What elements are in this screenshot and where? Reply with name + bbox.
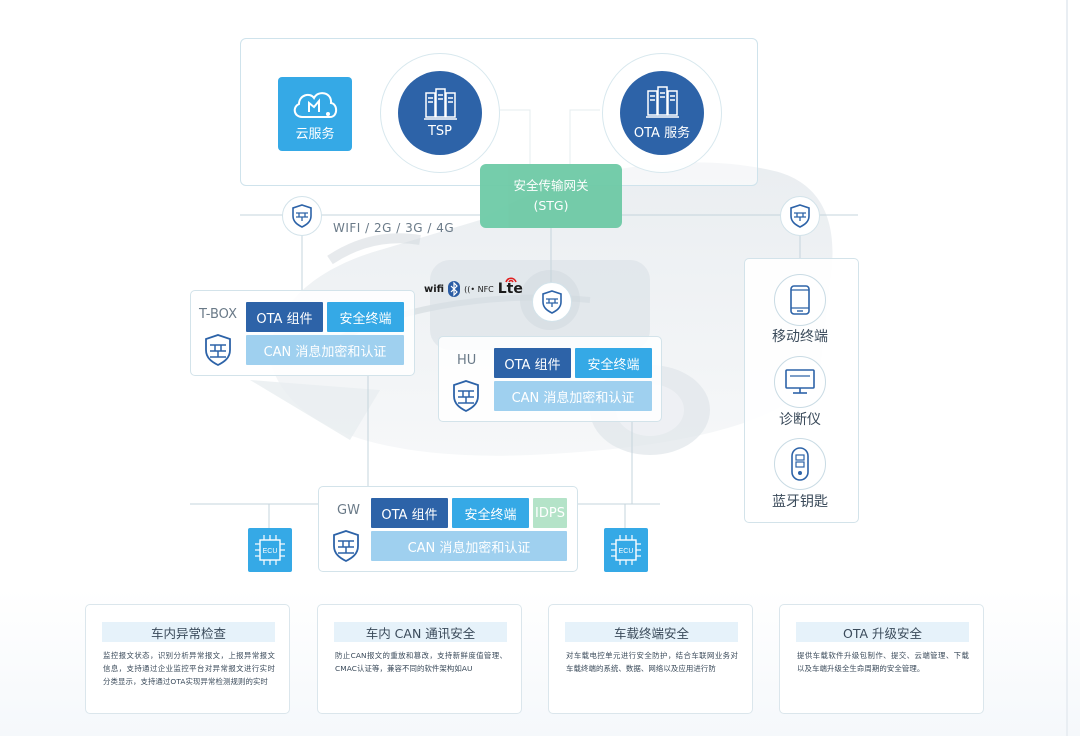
card-body: 防止CAN报文的重放和篡改，支持新鲜度值管理、CMAC认证等，兼容不同的软件架构… xyxy=(335,651,507,673)
cloud-icon xyxy=(293,92,338,118)
card-body: 提供车载软件升级包制作、提交、云端管理、下载以及车端升级全生命周期的安全管理。 xyxy=(797,651,969,673)
card-body: 监控报文状态，识别分析异常报文，上报异常报文信息，支持通过企业监控平台对异常报文… xyxy=(103,651,275,686)
card-in-vehicle-anomaly: 车内异常检查 监控报文状态，识别分析异常报文，上报异常报文信息，支持通过企业监控… xyxy=(85,604,290,714)
shield-node-right xyxy=(780,196,820,236)
lte-logo: Lte xyxy=(497,277,523,297)
tsp-node: TSP xyxy=(380,53,500,173)
shield-icon xyxy=(292,204,312,228)
ecu-text: ECU xyxy=(263,548,278,555)
card-ota-security: OTA 升级安全 提供车载软件升级包制作、提交、云端管理、下载以及车端升级全生命… xyxy=(779,604,984,714)
gw-module: GW OTA 组件 安全终端 IDPS CAN 消息加密和认证 xyxy=(318,486,578,572)
hu-terminal-chip: 安全终端 xyxy=(575,348,652,378)
ecu-chip-icon: ECU xyxy=(255,535,285,565)
signal-arc-icon xyxy=(505,277,517,283)
mobile-terminal-label: 移动终端 xyxy=(772,329,828,345)
gw-label: GW xyxy=(337,503,360,518)
hu-module: HU OTA 组件 安全终端 CAN 消息加密和认证 xyxy=(438,336,662,422)
hu-label: HU xyxy=(457,353,477,368)
tbox-label: T-BOX xyxy=(199,307,237,322)
card-title: 车内 CAN 通讯安全 xyxy=(334,622,507,642)
car-key-icon xyxy=(791,447,809,481)
page-edge-rule xyxy=(1066,0,1068,736)
tbox-module: T-BOX OTA 组件 安全终端 CAN 消息加密和认证 xyxy=(190,290,415,376)
gw-idps-chip: IDPS xyxy=(533,498,567,528)
bluetooth-key-label: 蓝牙钥匙 xyxy=(772,494,828,510)
wifi-logo: wifi xyxy=(424,283,445,295)
mobile-terminal-node xyxy=(774,274,826,326)
diagnostic-tool-label: 诊断仪 xyxy=(779,412,821,428)
bluetooth-key-node xyxy=(774,438,826,490)
firewall-shield-icon xyxy=(333,530,359,562)
ota-service-label: OTA 服务 xyxy=(633,126,691,141)
gw-can-chip: CAN 消息加密和认证 xyxy=(371,531,567,561)
stg-name: 安全传输网关 xyxy=(513,178,589,193)
server-icon xyxy=(424,88,457,120)
tbox-ota-chip: OTA 组件 xyxy=(246,302,323,332)
card-title: OTA 升级安全 xyxy=(796,622,969,642)
monitor-icon xyxy=(785,369,815,394)
wireless-bands-label: WIFI / 2G / 3G / 4G xyxy=(333,221,455,235)
secure-transport-gateway: 安全传输网关 (STG) xyxy=(480,164,622,228)
ota-service-node: OTA 服务 xyxy=(602,53,722,173)
gw-ota-chip: OTA 组件 xyxy=(371,498,448,528)
tbox-can-chip: CAN 消息加密和认证 xyxy=(246,335,404,365)
shield-node-left xyxy=(282,196,322,236)
card-can-security: 车内 CAN 通讯安全 防止CAN报文的重放和篡改，支持新鲜度值管理、CMAC认… xyxy=(317,604,522,714)
diagnostic-tool-node xyxy=(774,356,826,408)
ecu-chip-icon: ECU xyxy=(611,535,641,565)
mobile-phone-icon xyxy=(790,285,810,315)
cloud-service-label: 云服务 xyxy=(295,127,335,142)
hu-ota-chip: OTA 组件 xyxy=(494,348,571,378)
firewall-shield-icon xyxy=(453,380,479,412)
stg-abbr: (STG) xyxy=(533,198,569,213)
card-title: 车内异常检查 xyxy=(102,622,275,642)
bluetooth-icon xyxy=(448,281,461,297)
card-body: 对车载电控单元进行安全防护，结合车联网业务对车载终端的系统、数据、网络以及应用进… xyxy=(566,651,738,673)
ecu-text: ECU xyxy=(619,548,634,555)
lte-text: Lte xyxy=(497,281,523,297)
protocol-logos: wifi ((• NFC Lte xyxy=(424,277,523,299)
shield-node-center xyxy=(532,282,572,322)
shield-icon xyxy=(790,204,810,228)
server-icon xyxy=(646,86,679,118)
card-title: 车载终端安全 xyxy=(565,622,738,642)
shield-icon xyxy=(542,290,562,314)
nfc-logo: ((• NFC xyxy=(464,284,494,294)
hu-can-chip: CAN 消息加密和认证 xyxy=(494,381,652,411)
ecu-chip-left: ECU xyxy=(248,528,292,572)
card-terminal-security: 车载终端安全 对车载电控单元进行安全防护，结合车联网业务对车载终端的系统、数据、… xyxy=(548,604,753,714)
gw-terminal-chip: 安全终端 xyxy=(452,498,529,528)
tbox-terminal-chip: 安全终端 xyxy=(327,302,404,332)
tsp-label: TSP xyxy=(427,124,453,139)
ecu-chip-right: ECU xyxy=(604,528,648,572)
firewall-shield-icon xyxy=(205,334,231,366)
cloud-service-tile: 云服务 xyxy=(278,77,352,151)
